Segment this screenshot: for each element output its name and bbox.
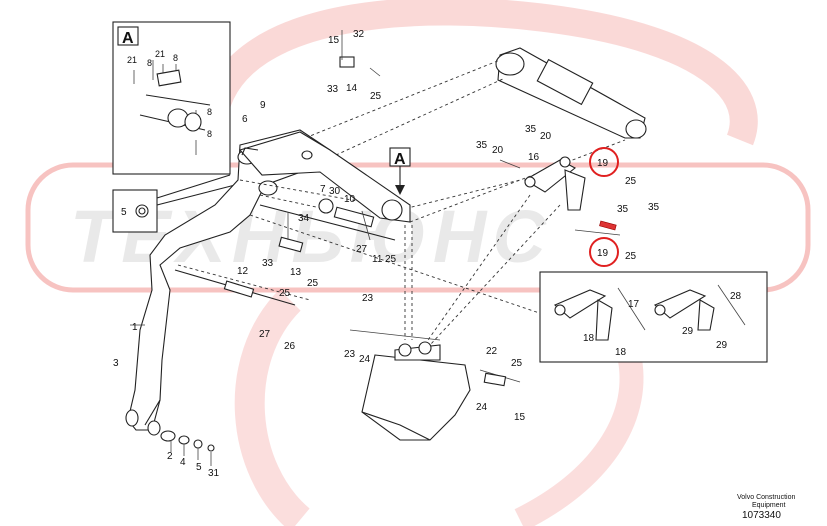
label-25c: 25 (307, 278, 319, 289)
footer-brand: Volvo Construction Equipment 1073340 (737, 494, 795, 521)
label-21b: 21 (155, 49, 165, 59)
label-33b: 33 (262, 258, 274, 269)
label-15b: 15 (514, 412, 526, 423)
pins-rods (174, 30, 396, 306)
label-32: 32 (353, 29, 365, 40)
brand-line-2: Equipment (752, 502, 786, 509)
label-2: 2 (167, 451, 173, 462)
link-variants-box (539, 271, 768, 363)
label-29a: 29 (682, 326, 694, 337)
part-labels: 1 2 3 4 5 31 6 7 9 10 11 12 13 14 15 15 … (113, 29, 742, 479)
label-20b: 20 (540, 131, 552, 142)
label-1: 1 (132, 322, 138, 333)
label-6: 6 (242, 114, 248, 125)
label-8d: 8 (207, 129, 212, 139)
highlight-19 (589, 147, 619, 267)
label-4: 4 (180, 457, 186, 468)
link-assembly (499, 156, 621, 236)
label-35c: 35 (648, 202, 660, 213)
label-25a: 25 (370, 91, 382, 102)
label-35a: 35 (476, 140, 488, 151)
label-17: 17 (628, 299, 640, 310)
assembly-lines (177, 59, 626, 346)
label-18b: 18 (615, 347, 627, 358)
label-31: 31 (208, 468, 220, 479)
callout-a-text: A (394, 151, 406, 168)
label-8c: 8 (207, 107, 212, 117)
label-19b: 19 (597, 248, 609, 259)
label-25f: 25 (625, 251, 637, 262)
label-13: 13 (290, 267, 302, 278)
label-28: 28 (730, 291, 742, 302)
label-10: 10 (344, 194, 356, 205)
label-23b: 23 (344, 349, 356, 360)
label-21a: 21 (127, 55, 137, 65)
label-35d: 35 (525, 124, 537, 135)
label-24a: 24 (359, 354, 371, 365)
bottom-hardware (160, 430, 215, 466)
label-29b: 29 (716, 340, 728, 351)
hydraulic-cylinder (495, 47, 647, 139)
label-34: 34 (298, 213, 310, 224)
label-8a: 8 (147, 58, 152, 68)
label-24b: 24 (476, 402, 488, 413)
part-number: 1073340 (742, 510, 781, 521)
label-14: 14 (346, 83, 358, 94)
label-18a: 18 (583, 333, 595, 344)
label-26: 26 (284, 341, 296, 352)
detail-a-box: A 21 8 21 8 8 8 (112, 21, 231, 175)
label-5-inset: 5 (121, 207, 127, 218)
bucket (349, 329, 521, 441)
detail-a-title: A (122, 30, 134, 47)
label-27a: 27 (259, 329, 271, 340)
label-22: 22 (486, 346, 498, 357)
label-25g: 25 (511, 358, 523, 369)
label-27b: 27 (356, 244, 368, 255)
brand-line-1: Volvo Construction (737, 494, 795, 501)
label-15a: 15 (328, 35, 340, 46)
label-5: 5 (196, 462, 202, 473)
label-11: 11 (372, 254, 383, 265)
inset-5-box: 5 (112, 174, 236, 233)
callout-a: A (389, 147, 411, 195)
label-8b: 8 (173, 53, 178, 63)
dipper-arm (239, 131, 411, 223)
label-25b: 25 (385, 254, 397, 265)
label-30: 30 (329, 186, 341, 197)
label-7: 7 (320, 184, 326, 195)
label-12: 12 (237, 266, 249, 277)
label-19a: 19 (597, 158, 609, 169)
label-20a: 20 (492, 145, 504, 156)
label-9: 9 (260, 100, 266, 111)
label-33a: 33 (327, 84, 339, 95)
label-35b: 35 (617, 204, 629, 215)
label-16: 16 (528, 152, 540, 163)
label-25d: 25 (279, 288, 291, 299)
label-25e: 25 (625, 176, 637, 187)
label-23a: 23 (362, 293, 374, 304)
label-3: 3 (113, 358, 119, 369)
